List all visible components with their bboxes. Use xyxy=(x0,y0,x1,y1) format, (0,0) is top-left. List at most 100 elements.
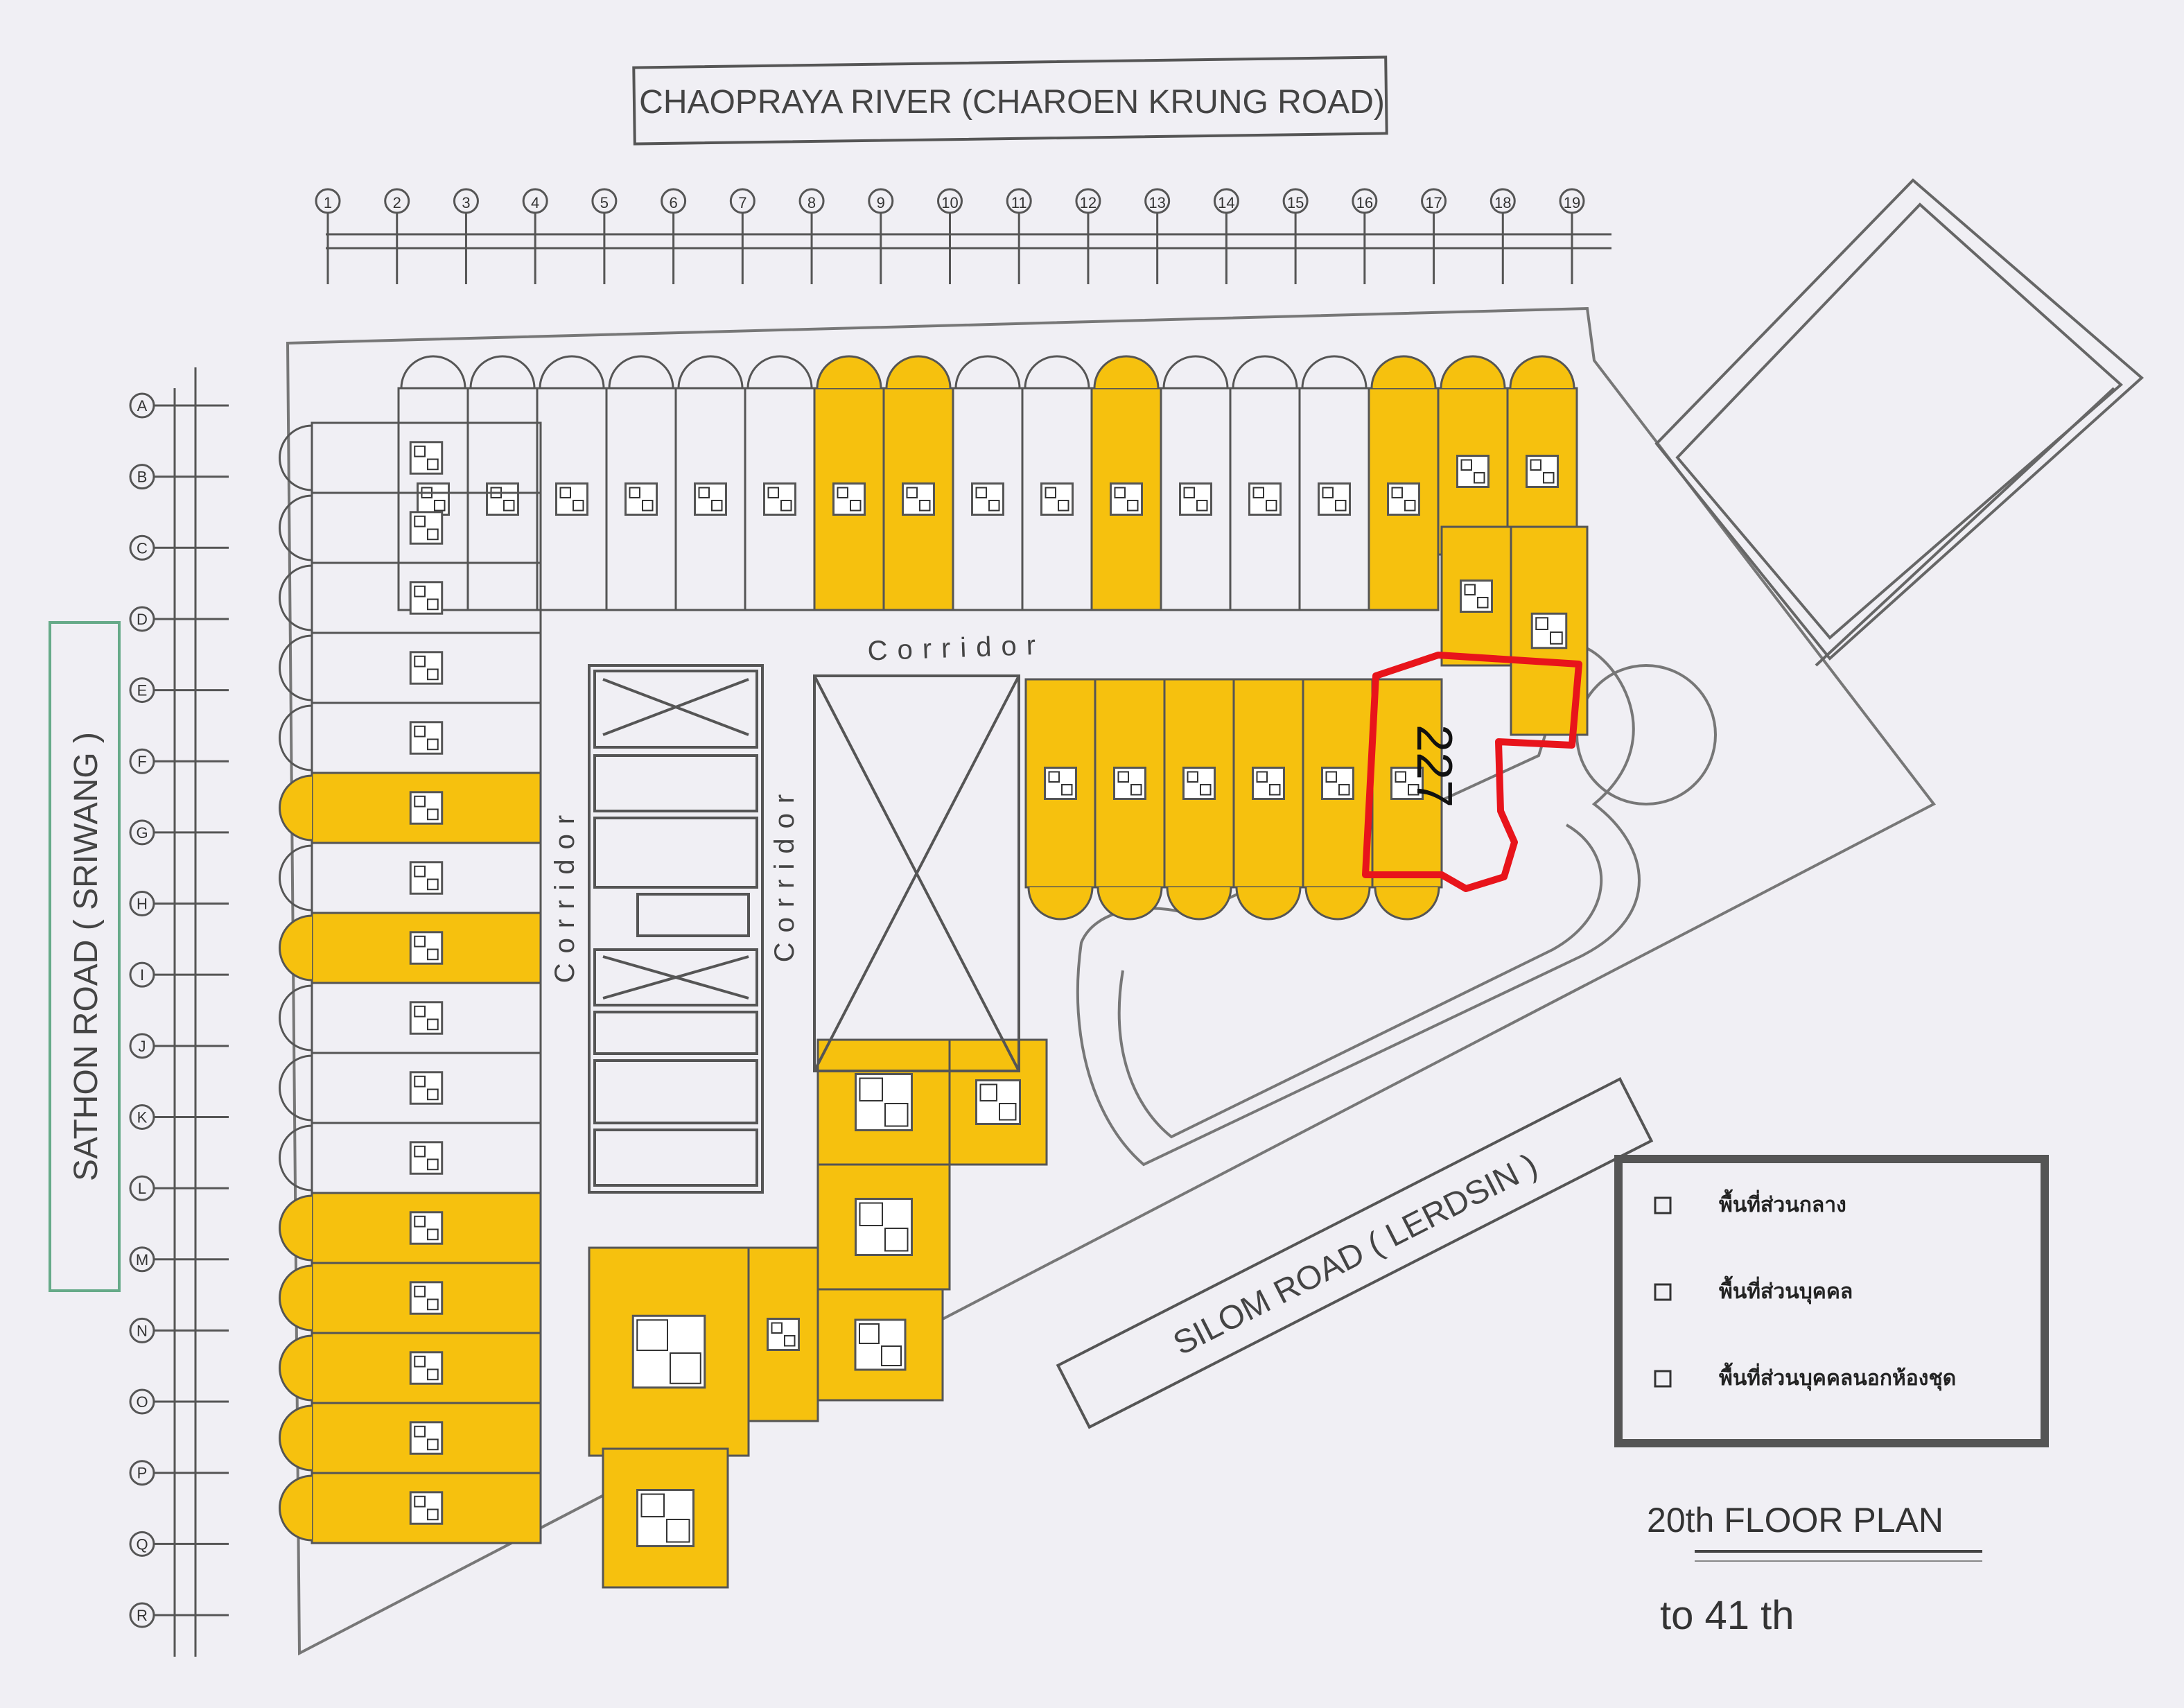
row-marker: Q xyxy=(129,1531,229,1557)
column-marker: 5 xyxy=(591,188,618,284)
column-marker: 16 xyxy=(1352,188,1378,284)
column-marker-label: 5 xyxy=(600,194,609,211)
row-marker-label: G xyxy=(136,824,148,842)
column-marker: 1 xyxy=(315,188,341,284)
apartment-unit xyxy=(1163,678,1235,921)
apartment-unit xyxy=(1232,678,1304,921)
title-block: 20th FLOOR PLAN to 41 th xyxy=(1647,1501,1982,1638)
row-marker: R xyxy=(129,1602,229,1628)
column-marker: 19 xyxy=(1559,188,1585,284)
apartment-unit xyxy=(536,355,608,611)
apartment-unit xyxy=(1094,678,1166,921)
row-marker: H xyxy=(129,891,229,917)
column-marker-label: 7 xyxy=(738,194,746,211)
row-marker: P xyxy=(129,1460,229,1486)
river-label: CHAOPRAYA RIVER (CHAROEN KRUNG ROAD) xyxy=(639,84,1385,121)
column-marker: 2 xyxy=(384,188,410,284)
apartment-unit xyxy=(1368,355,1440,611)
row-marker: K xyxy=(129,1104,229,1130)
row-marker: B xyxy=(129,464,229,490)
driveway xyxy=(1076,643,1717,1167)
corridor-left-label: Corridor xyxy=(550,805,580,983)
row-marker-label: K xyxy=(137,1108,148,1126)
row-marker: D xyxy=(129,606,229,632)
column-marker-label: 10 xyxy=(941,194,958,211)
apartment-unit xyxy=(1090,355,1162,611)
void-below xyxy=(813,674,1020,1072)
column-marker: 13 xyxy=(1144,188,1171,284)
apartment-unit xyxy=(279,912,542,984)
apartment-unit xyxy=(279,1472,542,1544)
legend-swatch xyxy=(1654,1196,1672,1214)
corridor-mid-label: Corridor xyxy=(769,785,800,962)
column-marker-label: 14 xyxy=(1218,194,1234,211)
column-marker-label: 16 xyxy=(1356,194,1373,211)
row-marker: E xyxy=(129,677,229,704)
apartment-unit xyxy=(279,1262,542,1334)
row-marker-label: H xyxy=(137,896,148,913)
highlighted-unit-outline xyxy=(1362,652,1582,892)
apartment-unit xyxy=(816,1288,944,1402)
row-marker-label: E xyxy=(137,682,148,699)
floor-range: to 41 th xyxy=(1660,1593,1794,1638)
column-marker: 7 xyxy=(729,188,755,284)
row-marker: N xyxy=(129,1317,229,1343)
column-marker-label: 18 xyxy=(1494,194,1511,211)
west-road-label-box: SATHON ROAD ( SRIWANG ) xyxy=(49,621,121,1292)
apartment-unit xyxy=(279,772,542,844)
legend-item: พื้นที่ส่วนกลาง xyxy=(1654,1189,1846,1217)
apartment-unit xyxy=(816,1038,951,1166)
legend-label: พื้นที่ส่วนกลาง xyxy=(1719,1189,1846,1217)
legend-swatch xyxy=(1654,1283,1672,1301)
west-road-label: SATHON ROAD ( SRIWANG ) xyxy=(68,732,105,1181)
column-marker: 14 xyxy=(1213,188,1239,284)
column-marker-label: 3 xyxy=(462,194,470,211)
column-marker: 4 xyxy=(522,188,548,284)
apartment-unit xyxy=(813,355,885,611)
apartment-unit xyxy=(816,1163,951,1291)
row-marker-label: I xyxy=(140,966,144,984)
row-marker: M xyxy=(129,1246,229,1273)
apartment-unit xyxy=(1024,678,1097,921)
column-marker-label: 4 xyxy=(531,194,539,211)
column-marker-label: 9 xyxy=(877,194,885,211)
row-marker: C xyxy=(129,534,229,561)
row-marker-label: F xyxy=(137,753,146,770)
apartment-unit xyxy=(1302,678,1374,921)
apartment-unit xyxy=(744,355,816,611)
column-marker: 11 xyxy=(1006,188,1032,284)
column-marker-label: 11 xyxy=(1011,194,1027,211)
apartment-unit xyxy=(1371,678,1443,921)
legend: พื้นที่ส่วนกลางพื้นที่ส่วนบุคคลพื้นที่ส่… xyxy=(1614,1155,2049,1447)
apartment-unit xyxy=(1440,525,1512,667)
row-marker: L xyxy=(129,1175,229,1201)
column-marker-label: 2 xyxy=(393,194,401,211)
legend-label: พื้นที่ส่วนบุคคลนอกห้องชุด xyxy=(1719,1362,1956,1391)
column-marker-label: 15 xyxy=(1287,194,1304,211)
corridor-top-label: Corridor xyxy=(867,630,1046,667)
apartment-unit xyxy=(747,1246,819,1422)
column-marker: 15 xyxy=(1282,188,1309,284)
column-marker: 12 xyxy=(1075,188,1101,284)
column-marker-label: 13 xyxy=(1148,194,1165,211)
row-marker-label: M xyxy=(136,1251,148,1269)
row-marker: I xyxy=(129,961,229,988)
apartment-unit xyxy=(602,1447,729,1589)
apartment-unit xyxy=(948,1038,1048,1166)
column-marker: 9 xyxy=(868,188,894,284)
adjacent-building xyxy=(1654,178,2144,667)
legend-swatch xyxy=(1654,1370,1672,1388)
column-marker-label: 17 xyxy=(1425,194,1442,211)
row-marker: O xyxy=(129,1388,229,1415)
column-marker: 6 xyxy=(661,188,687,284)
column-marker: 3 xyxy=(453,188,479,284)
column-marker-label: 6 xyxy=(669,194,677,211)
row-marker-label: A xyxy=(137,397,148,415)
apartment-unit xyxy=(1229,355,1301,611)
row-marker-label: C xyxy=(137,539,148,557)
apartment-unit xyxy=(279,1332,542,1404)
